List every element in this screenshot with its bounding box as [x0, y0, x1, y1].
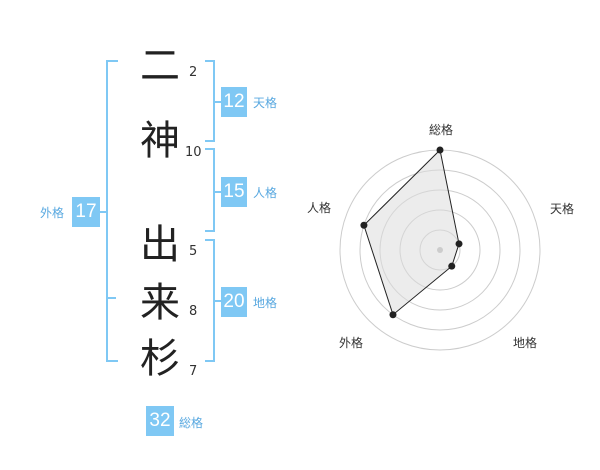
radar-point-4	[389, 311, 397, 319]
radar-point-1	[436, 146, 444, 154]
tenkaku-label: 天格	[253, 96, 278, 110]
radar-axis-label-chikaku: 地格	[512, 336, 537, 350]
radar-axis-label-jinkaku: 人格	[306, 201, 331, 215]
tenkaku-badge: 12	[221, 87, 247, 117]
jinkaku-badge: 15	[221, 177, 247, 207]
jinkaku-label: 人格	[253, 186, 278, 200]
gaikaku-label: 外格	[40, 206, 65, 220]
name-char-1: 二	[140, 43, 180, 89]
radar-chart	[339, 146, 541, 351]
radar-axis-label-soukaku: 総格	[428, 123, 453, 137]
gaikaku-bracket-tick	[96, 211, 106, 213]
name-char-2: 神	[140, 118, 180, 164]
stroke-count-5: 7	[189, 364, 198, 379]
radar-series-area	[363, 148, 460, 316]
stroke-count-4: 8	[189, 304, 198, 319]
jinkaku-bracket	[205, 148, 215, 232]
gaikaku-badge: 17	[72, 197, 100, 227]
chikaku-bracket	[205, 239, 215, 362]
name-char-5: 杉	[140, 336, 180, 382]
radar-point-3	[448, 262, 456, 270]
chikaku-badge: 20	[221, 287, 247, 317]
radar-point-2	[455, 240, 463, 248]
stroke-count-3: 5	[189, 244, 198, 259]
jinkaku-bracket-tick	[215, 191, 223, 193]
tenkaku-bracket-tick	[215, 101, 223, 103]
radar-axis-label-gaikaku: 外格	[338, 336, 363, 350]
radar-point-5	[360, 221, 368, 229]
stroke-count-2: 10	[185, 145, 202, 160]
chikaku-bracket-tick	[215, 300, 223, 302]
soukaku-label: 総格	[179, 416, 204, 430]
chikaku-label: 地格	[253, 296, 278, 310]
radar-center-dot	[437, 247, 443, 253]
stroke-count-1: 2	[189, 65, 198, 80]
radar-axis-label-tenkaku: 天格	[549, 202, 574, 216]
name-char-4: 来	[140, 280, 180, 326]
gaikaku-bracket-divider	[106, 297, 116, 299]
gaikaku-bracket	[106, 60, 118, 362]
tenkaku-bracket	[205, 60, 215, 142]
name-char-3: 出	[140, 222, 180, 268]
soukaku-badge: 32	[146, 406, 174, 436]
